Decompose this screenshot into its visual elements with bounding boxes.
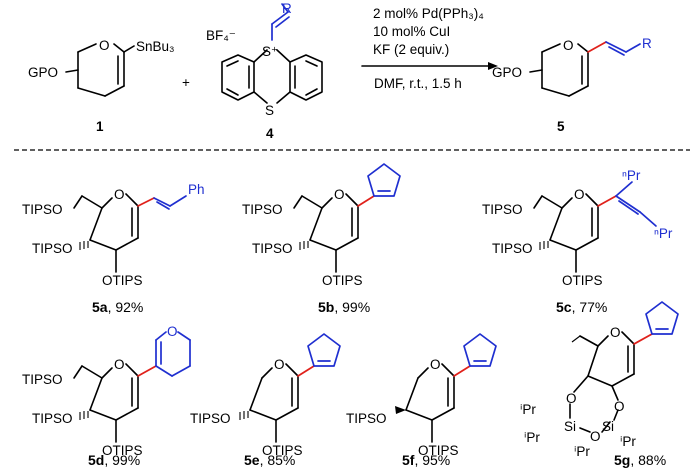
5f-tipso: TIPSO <box>346 411 387 426</box>
compound-number-4: 4 <box>266 126 274 141</box>
5d-tipso-6: TIPSO <box>22 372 63 387</box>
condition-solvent-time: DMF, r.t., 1.5 h <box>374 76 462 91</box>
product-5e-structure: O TIPSO OTIPS 5e, 85% <box>190 333 341 468</box>
5g-ipr-3: ⁱPr <box>574 444 590 459</box>
5a-ring-o: O <box>114 187 125 202</box>
5c-id: 5c <box>556 299 572 315</box>
5d-ring-o: O <box>114 357 125 372</box>
reagent-4-structure: R BF₄⁻ S⁺ S 4 <box>206 1 323 141</box>
5b-yield: , 99% <box>334 299 370 315</box>
5e-ring-o: O <box>274 357 285 372</box>
condition-additive: KF (2 equiv.) <box>373 42 449 57</box>
5a-caption: 5a, 92% <box>92 299 143 315</box>
5e-yield: , 85% <box>260 452 296 468</box>
5f-otips: OTIPS <box>418 443 459 458</box>
5b-ring-o: O <box>334 187 345 202</box>
5d-tipso-4: TIPSO <box>32 411 73 426</box>
5f-yield: , 95% <box>414 452 450 468</box>
sulfur: S <box>265 103 274 118</box>
5d-yield: , 99% <box>104 452 140 468</box>
5g-o-1: O <box>566 391 577 406</box>
5g-ipr-4: ⁱPr <box>620 434 636 449</box>
5g-caption: 5g, 88% <box>614 452 666 468</box>
5c-ring-o: O <box>574 187 585 202</box>
5c-tipso-6: TIPSO <box>482 202 523 217</box>
5g-ring-o: O <box>610 325 621 340</box>
5c-yield: , 77% <box>572 299 608 315</box>
5c-otips: OTIPS <box>562 273 603 288</box>
5g-ipr-1: ⁱPr <box>520 402 536 417</box>
gpo-substituent: GPO <box>28 65 58 80</box>
compound-number-5: 5 <box>557 119 565 134</box>
5e-tipso: TIPSO <box>190 411 231 426</box>
product-5g-structure: O O O O Si Si ⁱPr ⁱPr ⁱPr ⁱPr 5g, 88% <box>520 301 679 468</box>
product-5b-structure: O TIPSO TIPSO OTIPS 5b, 99% <box>242 163 401 315</box>
compound-number-1: 1 <box>96 119 104 134</box>
5f-wedge-bond <box>395 406 406 414</box>
5f-ring-o: O <box>430 357 441 372</box>
5g-yield: , 88% <box>630 452 666 468</box>
5g-si-1: Si <box>564 419 576 434</box>
r-group-reagent: R <box>282 1 292 16</box>
stannyl-group: SnBu₃ <box>136 39 175 54</box>
5g-o-3: O <box>590 429 601 444</box>
5d-id: 5d <box>88 452 104 468</box>
5b-id: 5b <box>318 299 334 315</box>
5d-otips: OTIPS <box>102 443 143 458</box>
counterion: BF₄⁻ <box>206 28 236 43</box>
condition-cocatalyst: 10 mol% CuI <box>373 24 450 39</box>
product-5d-structure: O O TIPSO TIPSO OTIPS 5d, 99% <box>22 324 191 468</box>
product-r-group: R <box>642 36 652 51</box>
5e-id: 5e <box>244 452 260 468</box>
reagent-1-structure: O SnBu₃ GPO 1 <box>28 38 175 134</box>
5e-caption: 5e, 85% <box>244 452 295 468</box>
5a-phenyl: Ph <box>188 182 205 197</box>
5c-tipso-4: TIPSO <box>492 241 533 256</box>
5a-tipso-4: TIPSO <box>32 241 73 256</box>
5g-o-2: O <box>614 399 625 414</box>
5c-npr-bottom: ⁿPr <box>654 226 673 241</box>
plus-sign: + <box>182 75 190 90</box>
5g-si-2: Si <box>602 419 614 434</box>
5c-caption: 5c, 77% <box>556 299 607 315</box>
5g-ipr-2: ⁱPr <box>524 430 540 445</box>
5c-npr-top: ⁿPr <box>622 168 641 183</box>
5a-otips: OTIPS <box>102 273 143 288</box>
5a-id: 5a <box>92 299 108 315</box>
product-ring-oxygen: O <box>563 38 574 53</box>
5f-id: 5f <box>402 452 415 468</box>
5a-tipso-6: TIPSO <box>22 202 63 217</box>
5b-caption: 5b, 99% <box>318 299 370 315</box>
5f-caption: 5f, 95% <box>402 452 450 468</box>
5e-otips: OTIPS <box>262 443 303 458</box>
product-5f-structure: O TIPSO OTIPS 5f, 95% <box>346 333 497 468</box>
5b-tipso-6: TIPSO <box>242 202 283 217</box>
product-5a-structure: O Ph TIPSO TIPSO OTIPS 5a, 92% <box>22 182 205 315</box>
product-gpo: GPO <box>492 65 522 80</box>
5d-dihydropyran-o: O <box>167 324 178 339</box>
5b-tipso-4: TIPSO <box>252 241 293 256</box>
5g-id: 5g <box>614 452 630 468</box>
product-5c-structure: O ⁿPr ⁿPr TIPSO TIPSO OTIPS 5c, 77% <box>482 168 673 315</box>
sulfonium: S⁺ <box>262 44 278 59</box>
reaction-arrow-block: 2 mol% Pd(PPh₃)₄ 10 mol% CuI KF (2 equiv… <box>361 6 498 91</box>
5a-yield: , 92% <box>108 299 144 315</box>
condition-catalyst: 2 mol% Pd(PPh₃)₄ <box>373 6 484 21</box>
5d-caption: 5d, 99% <box>88 452 140 468</box>
ring-oxygen: O <box>99 38 110 53</box>
product-5-structure: O R GPO 5 <box>492 36 652 134</box>
5b-otips: OTIPS <box>322 273 363 288</box>
